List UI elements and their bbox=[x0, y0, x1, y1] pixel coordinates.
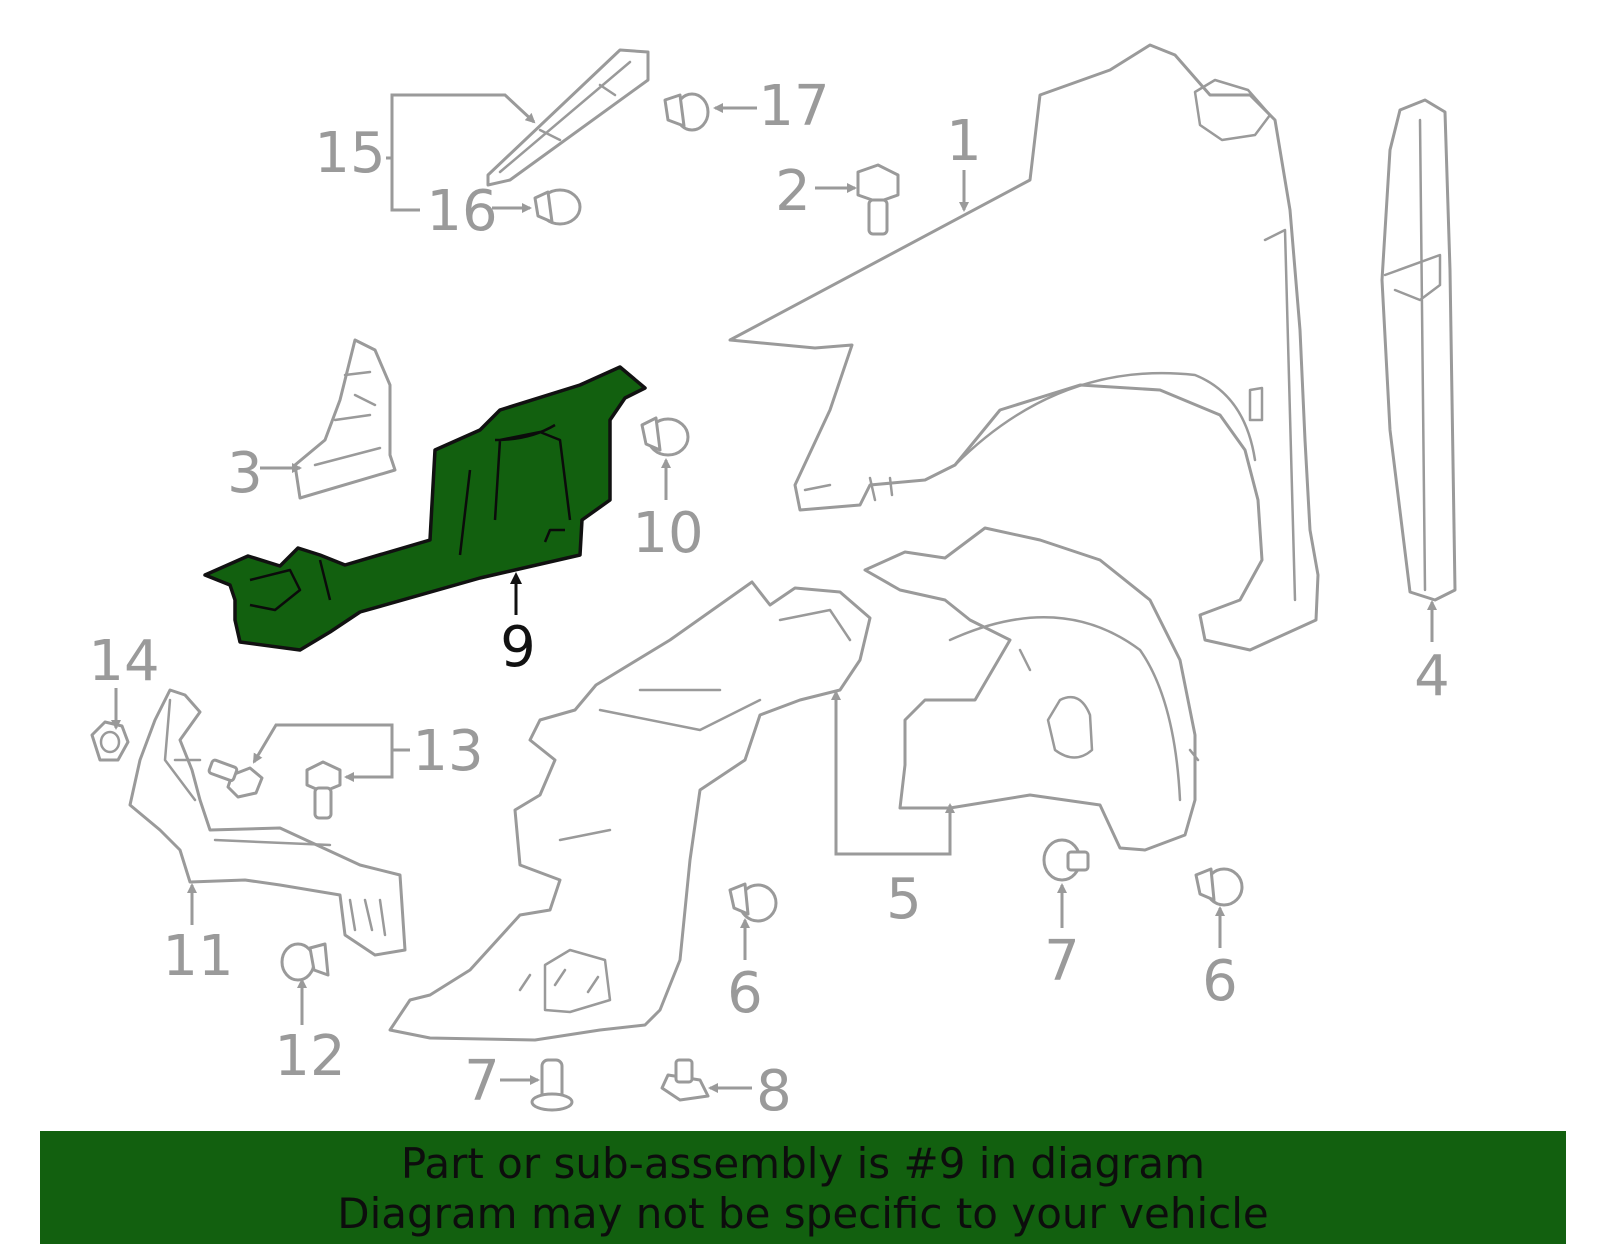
part-5-fender-liner-rear bbox=[863, 526, 1200, 852]
callout-7a: 7 bbox=[1044, 929, 1080, 994]
banner-line-1: Part or sub-assembly is #9 in diagram bbox=[400, 1139, 1206, 1188]
callout-2: 2 bbox=[775, 159, 811, 224]
callout-7b: 7 bbox=[464, 1049, 500, 1114]
part-7-pin-a bbox=[1042, 838, 1090, 882]
callout-8: 8 bbox=[756, 1059, 792, 1124]
callout-11: 11 bbox=[162, 924, 233, 989]
part-12-clip bbox=[280, 942, 330, 982]
callout-17: 17 bbox=[758, 74, 829, 139]
part-14-nut bbox=[90, 720, 130, 762]
part-10-clip bbox=[640, 416, 690, 457]
callout-1: 1 bbox=[946, 109, 982, 174]
part-6-clip-a bbox=[728, 882, 778, 923]
part-11-bracket bbox=[128, 688, 407, 957]
part-6-clip-b bbox=[1194, 867, 1244, 907]
callout-6b: 6 bbox=[1202, 949, 1238, 1014]
callout-15: 15 bbox=[314, 121, 385, 186]
callout-5: 5 bbox=[886, 867, 922, 932]
callout-12: 12 bbox=[274, 1024, 345, 1089]
part-16-clip bbox=[533, 188, 582, 226]
part-15-reinforcement bbox=[486, 48, 650, 187]
callout-14: 14 bbox=[88, 629, 159, 694]
leader-lines bbox=[111, 93, 1437, 1093]
callout-10: 10 bbox=[632, 501, 703, 566]
part-4-seal bbox=[1380, 98, 1457, 602]
banner-line-2: Diagram may not be specific to your vehi… bbox=[337, 1189, 1269, 1238]
part-17-clip bbox=[663, 92, 710, 132]
part-3-bracket bbox=[293, 338, 397, 500]
info-banner: Part or sub-assembly is #9 in diagram Di… bbox=[40, 1131, 1566, 1244]
part-13-bolt-b bbox=[305, 760, 342, 820]
part-5-fender-liner-front bbox=[388, 580, 872, 1042]
callout-6a: 6 bbox=[727, 961, 763, 1026]
callout-9: 9 bbox=[500, 615, 536, 680]
part-7-pin-b bbox=[530, 1058, 574, 1112]
callout-3: 3 bbox=[227, 441, 263, 506]
part-2-bolt bbox=[856, 163, 900, 236]
part-1-fender bbox=[728, 43, 1320, 652]
part-9-splash-shield bbox=[203, 365, 647, 652]
part-8-nut bbox=[660, 1058, 710, 1102]
part-13-bolt-a bbox=[207, 758, 264, 799]
callout-4: 4 bbox=[1414, 644, 1450, 709]
parts-diagram: 1 2 3 4 5 6 6 7 7 8 9 10 11 12 13 14 15 … bbox=[88, 43, 1457, 1124]
callout-13: 13 bbox=[412, 719, 483, 784]
callout-16: 16 bbox=[426, 179, 497, 244]
